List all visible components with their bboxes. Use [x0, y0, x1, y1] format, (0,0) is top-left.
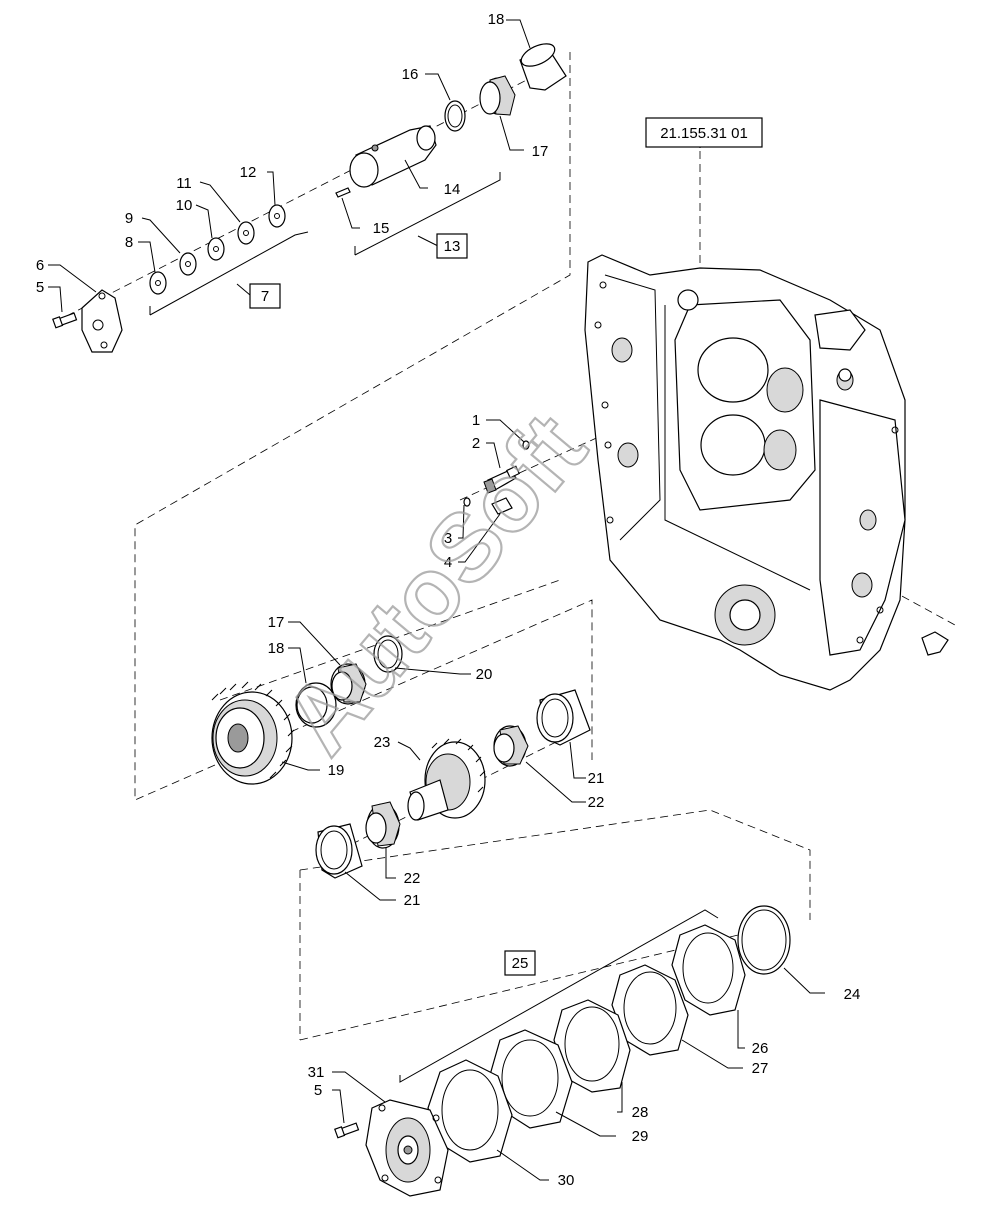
label-3: 3: [444, 530, 452, 547]
label-9: 9: [125, 210, 133, 227]
label-4: 4: [444, 554, 452, 571]
bearing-race-18-mid: [295, 682, 337, 728]
label-31: 31: [308, 1064, 325, 1081]
label-25: 25: [512, 955, 529, 972]
gearbox-housing: [584, 254, 949, 691]
reference-box: [645, 117, 763, 148]
group-brackets: [149, 172, 719, 1083]
label-10: 10: [176, 197, 193, 214]
label-23: 23: [374, 734, 391, 751]
bearing-22-right: [493, 725, 529, 767]
label-1: 1: [472, 412, 480, 429]
label-22-right: 22: [588, 794, 605, 811]
label-26: 26: [752, 1040, 769, 1057]
label-14: 14: [444, 181, 461, 198]
box-13: [436, 233, 468, 259]
label-20: 20: [476, 666, 493, 683]
cover-plate-6: [81, 289, 123, 353]
shim-washers-7: [149, 204, 286, 295]
label-28: 28: [632, 1104, 649, 1121]
label-15: 15: [373, 220, 390, 237]
label-24: 24: [844, 986, 861, 1003]
label-5-bottom: 5: [314, 1082, 322, 1099]
label-16: 16: [402, 66, 419, 83]
label-19: 19: [328, 762, 345, 779]
label-18-top: 18: [488, 11, 505, 28]
label-27: 27: [752, 1060, 769, 1077]
o-ring-24: [737, 905, 791, 975]
snap-ring-16: [444, 100, 466, 132]
label-22-left: 22: [404, 870, 421, 887]
bolt-5-top: [52, 312, 78, 329]
label-13: 13: [444, 238, 461, 255]
label-6: 6: [36, 257, 44, 274]
bearing-22-left: [365, 801, 401, 849]
gear-23: [407, 738, 486, 821]
label-17-top: 17: [532, 143, 549, 160]
bearing-race-18-top: [519, 43, 567, 91]
bearing-race-21-left: [315, 823, 363, 879]
leader-lines: [48, 19, 825, 1181]
label-30: 30: [558, 1172, 575, 1189]
label-8: 8: [125, 234, 133, 251]
reference-code-label: 21.155.31 01: [660, 125, 748, 142]
gear-19: [211, 681, 295, 785]
box-25: [504, 950, 536, 976]
label-17-mid: 17: [268, 614, 285, 631]
label-7: 7: [261, 288, 269, 305]
shim-26: [671, 924, 746, 1016]
label-2: 2: [472, 435, 480, 452]
sensor-assembly: [463, 440, 530, 515]
label-11: 11: [176, 175, 192, 192]
pin-15: [335, 187, 351, 198]
bearing-race-21-right: [536, 689, 591, 746]
end-cover-31: [365, 1099, 449, 1197]
bearing-17-top: [479, 75, 516, 116]
bearing-17-mid: [330, 663, 367, 705]
label-21-left: 21: [404, 892, 421, 909]
box-7: [249, 283, 281, 309]
label-29: 29: [632, 1128, 649, 1145]
snap-ring-20: [373, 635, 403, 673]
label-18-mid: 18: [268, 640, 285, 657]
bolt-5-bottom: [334, 1122, 360, 1139]
shaft-14: [349, 125, 437, 188]
label-21-right: 21: [588, 770, 605, 787]
label-12: 12: [240, 164, 257, 181]
label-5-top: 5: [36, 279, 44, 296]
label-boxes: [249, 117, 763, 976]
